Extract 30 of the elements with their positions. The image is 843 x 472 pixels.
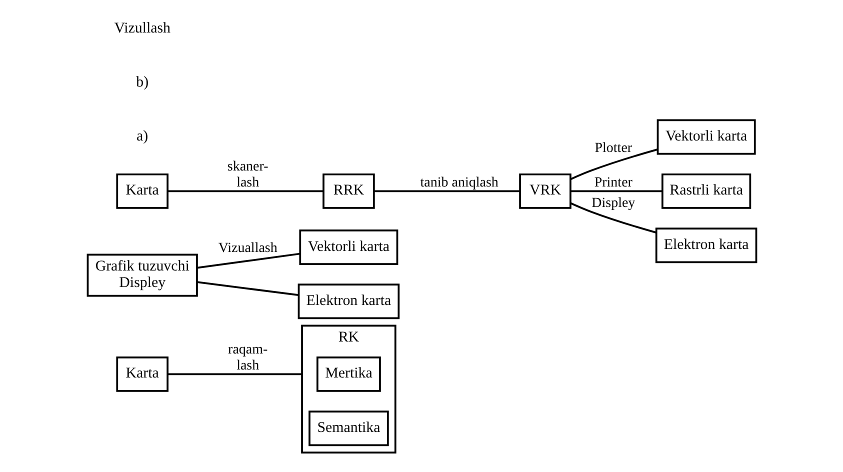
edge-label: skaner- lash: [226, 160, 268, 191]
node-box: Vektorli karta: [298, 229, 398, 265]
edge-label: Printer: [594, 176, 632, 191]
label: Vizullash: [114, 20, 170, 36]
edge-label: Vizuallash: [218, 240, 277, 256]
connector: [167, 373, 302, 376]
node-box: Elektron karta: [654, 228, 757, 264]
node-box: RRK: [322, 173, 374, 209]
connector: [570, 148, 658, 180]
connector: [570, 202, 656, 234]
connector: [570, 190, 662, 192]
connector: [167, 190, 323, 192]
node-box: Karta: [116, 356, 168, 392]
connector: [196, 252, 300, 269]
node-box: Elektron karta: [297, 284, 400, 320]
node-box: Mertika: [316, 356, 380, 392]
node-box: VRK: [518, 173, 571, 209]
node-box: Rastrli karta: [661, 173, 751, 209]
label: a): [136, 128, 148, 145]
edge-label: raqam- lash: [228, 342, 268, 374]
label: b): [136, 74, 148, 90]
connector: [196, 281, 298, 296]
connector: [374, 190, 520, 192]
edge-label: Displey: [591, 196, 635, 212]
node-box: Grafik tuzuvchi Displey: [86, 254, 198, 297]
edge-label: tanib aniqlash: [420, 176, 498, 191]
node-box: Vektorli karta: [656, 119, 756, 155]
edge-label: Plotter: [594, 140, 632, 156]
node-box: Semantika: [308, 410, 388, 446]
node-box: Karta: [116, 173, 168, 209]
